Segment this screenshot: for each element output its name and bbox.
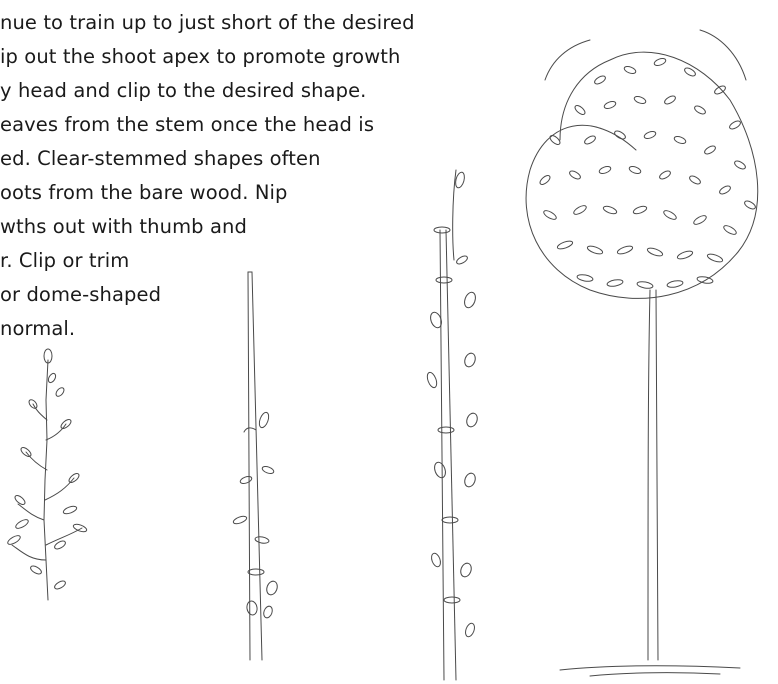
trained-stem-sketch [426,170,480,680]
seedling-sketch [6,349,87,600]
standard-tree-sketch [526,30,758,676]
cane-sketch [232,272,279,660]
